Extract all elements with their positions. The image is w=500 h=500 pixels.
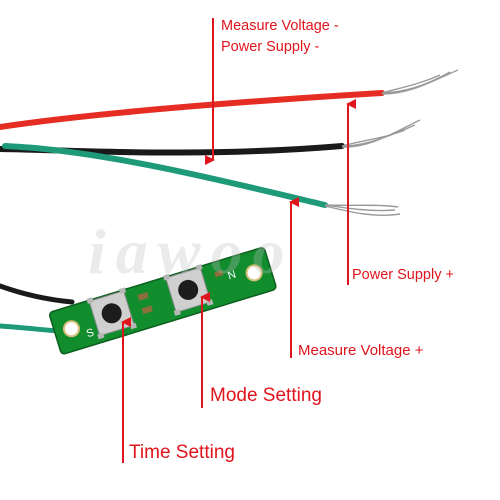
smd-component — [137, 292, 149, 301]
mode-setting-button — [162, 263, 214, 316]
annotation-arrows — [121, 18, 356, 463]
black-wire-strands — [341, 119, 421, 148]
board-mark-right: N — [226, 269, 237, 283]
pcb-board — [48, 247, 277, 355]
mount-hole-right — [245, 264, 263, 282]
label-time-setting: Time Setting — [129, 442, 235, 463]
label-measure-voltage-negative-text: Measure Voltage - — [221, 18, 339, 34]
red-wire-strands — [381, 69, 459, 95]
label-measure-voltage-positive: Measure Voltage + — [298, 342, 424, 359]
black-lead — [0, 283, 75, 305]
red-wire — [0, 90, 385, 130]
green-wire — [2, 143, 328, 208]
label-mode-setting: Mode Setting — [210, 385, 322, 406]
label-measure-voltage-negative: Measure Voltage - Power Supply - — [221, 16, 339, 58]
label-power-supply-positive: Power Supply + — [352, 267, 454, 283]
pcb-module: S N — [48, 247, 277, 355]
label-power-supply-negative-text: Power Supply - — [221, 39, 320, 55]
smd-component — [214, 270, 224, 278]
mount-hole-left — [62, 320, 80, 338]
green-wire-strands — [324, 204, 401, 216]
board-mark-left: S — [85, 327, 96, 341]
smd-component — [141, 305, 153, 315]
time-setting-button — [86, 287, 137, 340]
